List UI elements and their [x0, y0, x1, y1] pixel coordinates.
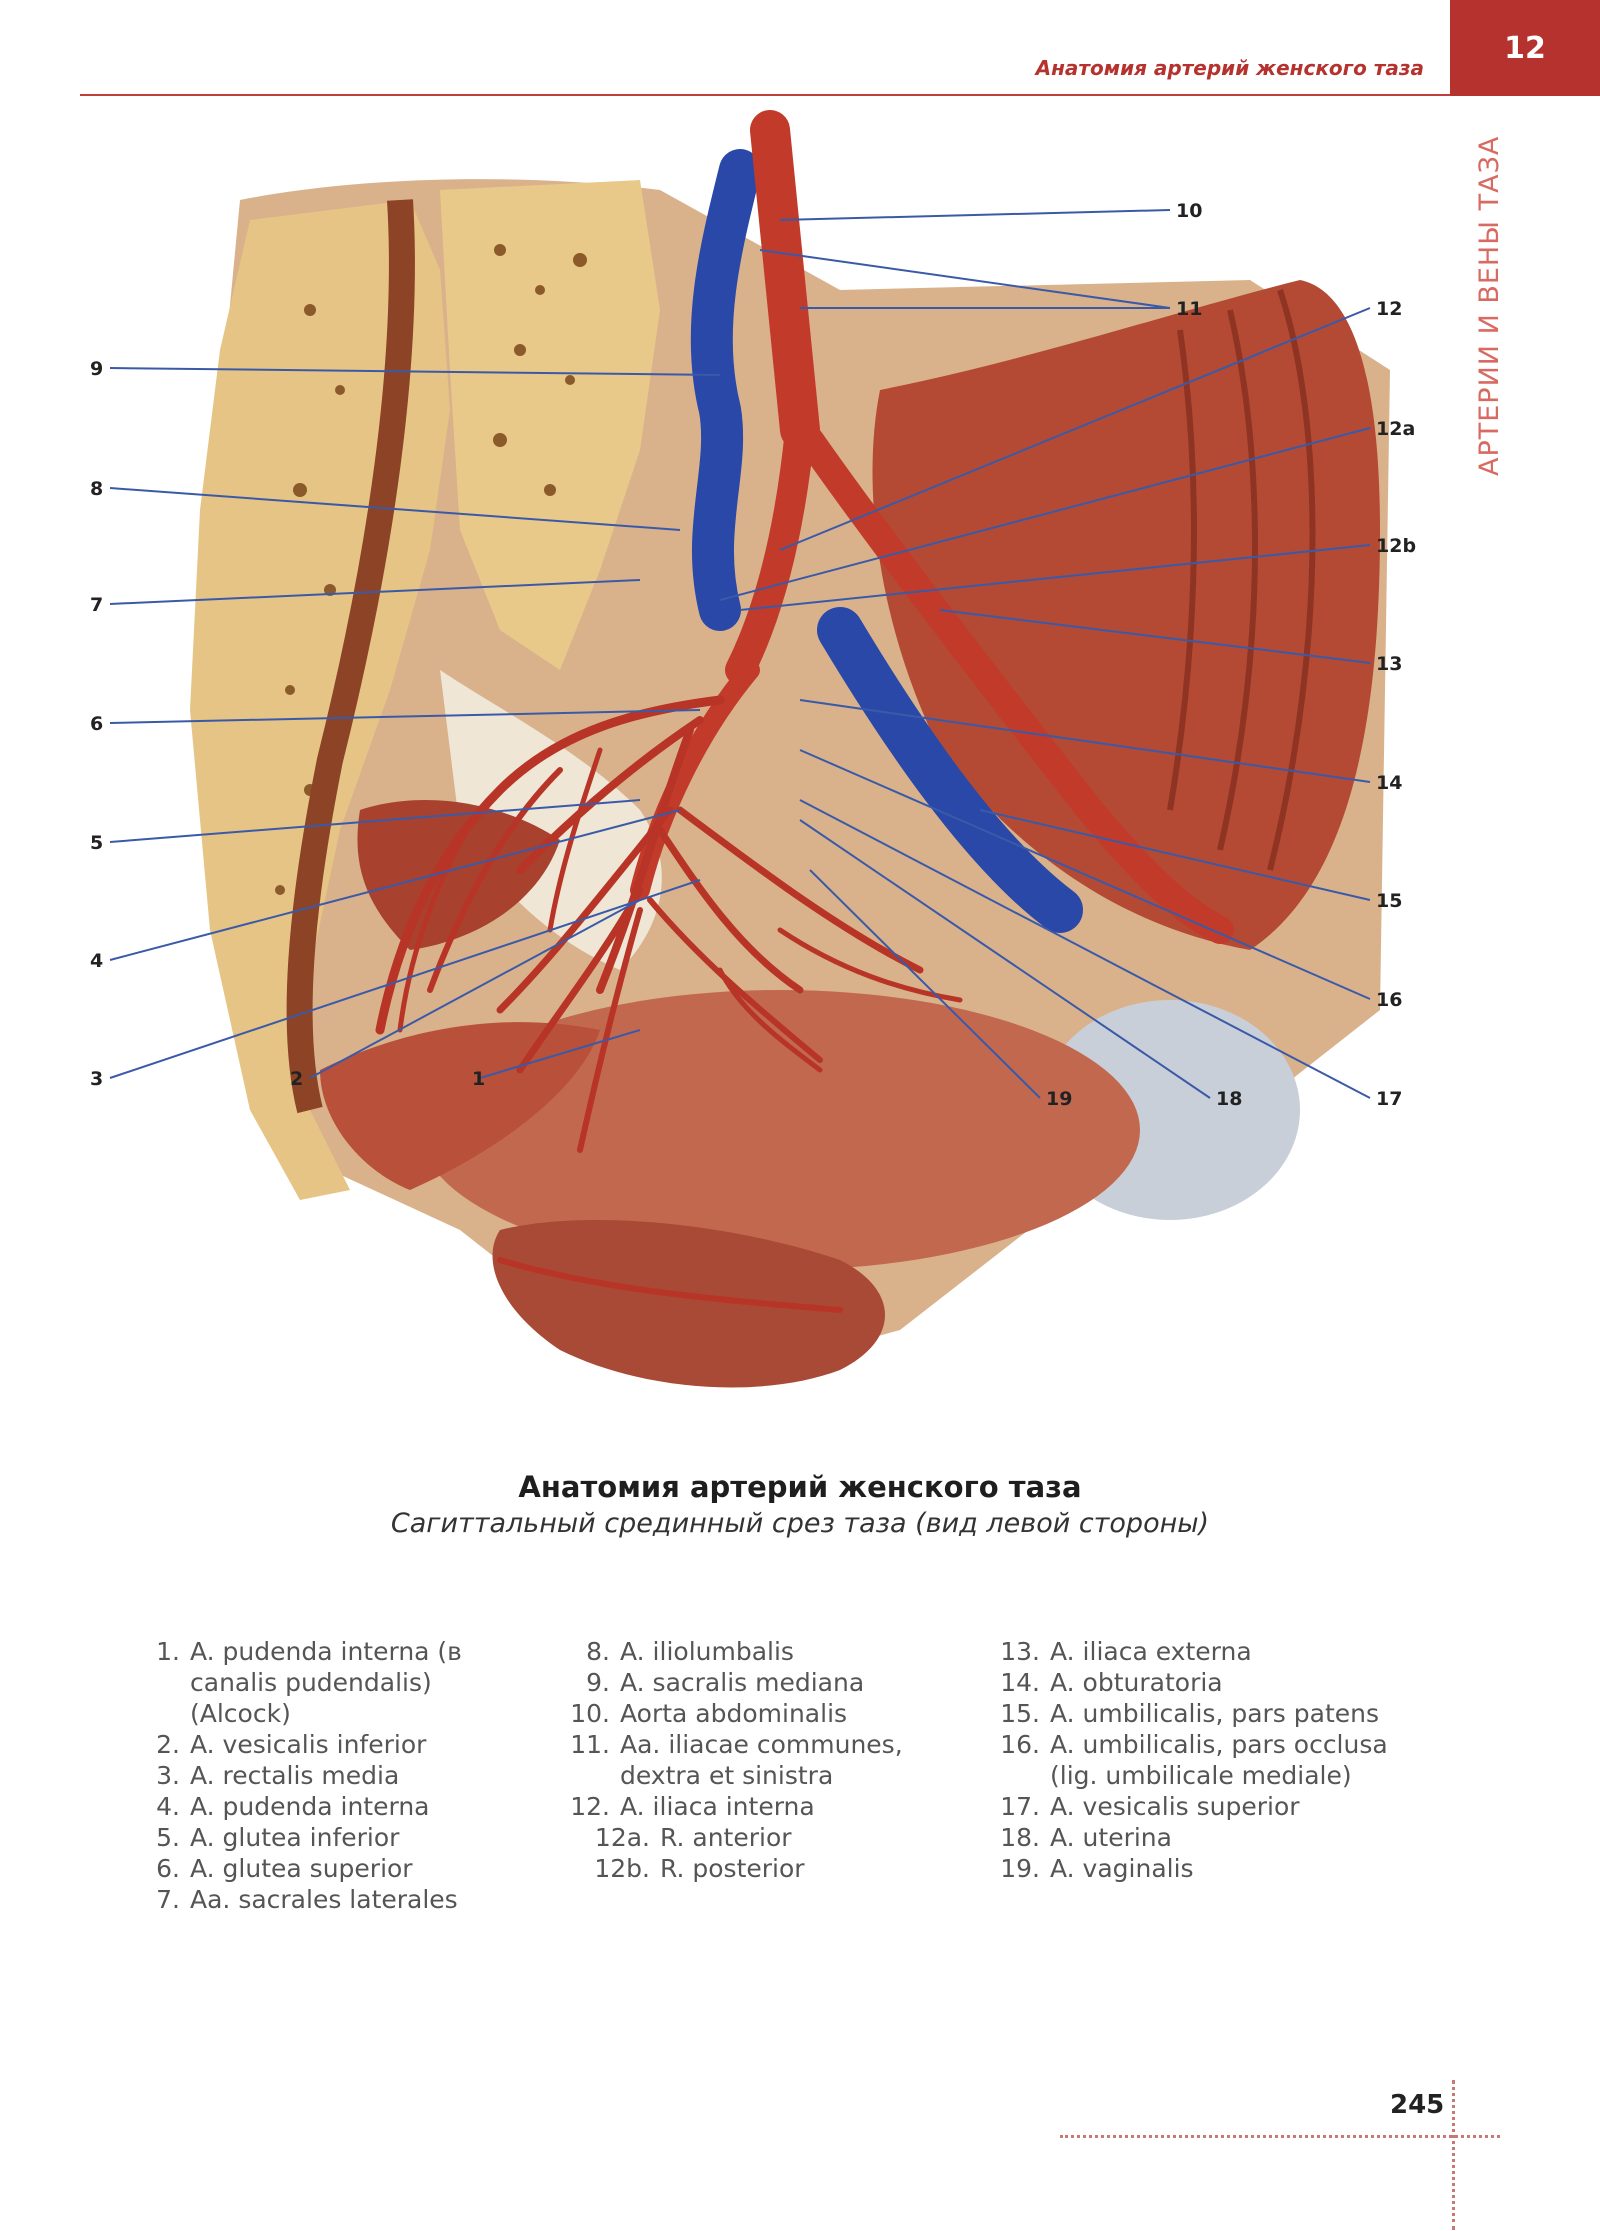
legend-item: 9.A. sacralis mediana	[586, 1668, 865, 1697]
legend-item: 13.A. iliaca externa	[1000, 1637, 1252, 1666]
legend-item: 17.A. vesicalis superior	[1000, 1792, 1300, 1821]
legend-item: 8.A. iliolumbalis	[586, 1637, 794, 1666]
callout-10: 10	[1176, 200, 1202, 222]
legend-item: 3.A. rectalis media	[156, 1761, 400, 1790]
aorta	[750, 110, 820, 450]
legend-item: 6.A. glutea superior	[156, 1854, 413, 1883]
callout-labels: 1 2 3 4 5 6 7 8 9 10 11 12 12a 12b 13 14…	[90, 200, 1416, 1110]
common-iliac-vein	[690, 149, 761, 631]
chapter-tab: 12	[1450, 0, 1600, 96]
lumbar-vertebra	[440, 180, 660, 670]
callout-12b: 12b	[1376, 535, 1416, 557]
common-iliac-artery	[725, 415, 815, 685]
callout-12: 12	[1376, 298, 1402, 320]
callout-6: 6	[90, 713, 103, 735]
callout-1: 1	[472, 1068, 485, 1090]
legend-item: 5.A. glutea inferior	[156, 1823, 400, 1852]
callout-8: 8	[90, 478, 103, 500]
chapter-number: 12	[1504, 30, 1546, 66]
callout-19: 19	[1046, 1088, 1072, 1110]
artery-branches	[375, 695, 963, 1313]
legend-item: 11.Aa. iliacae communes, dextra et sinis…	[570, 1730, 903, 1790]
callout-14: 14	[1376, 772, 1402, 794]
piriformis-muscle	[357, 800, 560, 950]
legend-item: 15.A. umbilicalis, pars patens	[1000, 1699, 1380, 1728]
legend-item: 19.A. vaginalis	[1000, 1854, 1194, 1883]
legend-column-3: 13.A. iliaca externa 14.A. obturatoria 1…	[1000, 1636, 1400, 1884]
external-iliac-vein	[817, 607, 1083, 933]
legend-subitem: 12b.R. posterior	[594, 1854, 805, 1883]
callout-15: 15	[1376, 890, 1402, 912]
legend-subitem: 12a.R. anterior	[594, 1823, 792, 1852]
legend-item: 10.Aorta abdominalis	[570, 1699, 848, 1728]
external-iliac-artery	[796, 426, 1234, 944]
callout-11: 11	[1176, 298, 1202, 320]
callout-2: 2	[290, 1068, 303, 1090]
footer-dotted-divider	[1452, 2080, 1455, 2230]
figure-caption-title: Анатомия артерий женского таза	[518, 1470, 1082, 1504]
legend-item: 7.Aa. sacrales laterales	[156, 1885, 458, 1914]
callout-4: 4	[90, 950, 103, 972]
legend-item: 2.A. vesicalis inferior	[156, 1730, 427, 1759]
side-title: АРТЕРИИ И ВЕНЫ ТАЗА	[1474, 135, 1505, 476]
legend-item: 12.A. iliaca interna	[570, 1792, 815, 1821]
page-number: 245	[1390, 2090, 1445, 2120]
spinal-canal	[286, 199, 415, 1114]
legend-item: 4.A. pudenda interna	[156, 1792, 430, 1821]
legend-column-1: 1.A. pudenda interna (в canalis pudendal…	[140, 1636, 540, 1915]
coccygeus-muscle	[320, 1022, 600, 1190]
callout-7: 7	[90, 594, 103, 616]
callout-18: 18	[1216, 1088, 1242, 1110]
callout-12a: 12a	[1376, 418, 1415, 440]
leader-lines	[109, 209, 1371, 1099]
figure-caption-subtitle: Сагиттальный срединный срез таза (вид ле…	[390, 1508, 1210, 1539]
anatomy-figure: 1 2 3 4 5 6 7 8 9 10 11 12 12a 12b 13 14…	[80, 110, 1460, 1430]
perineum-tissue	[492, 1220, 885, 1388]
legend-item: 16.A. umbilicalis, pars occlusa (lig. um…	[1000, 1730, 1388, 1790]
legend-item: 18.A. uterina	[1000, 1823, 1172, 1852]
anatomy-illustration: 1 2 3 4 5 6 7 8 9 10 11 12 12a 12b 13 14…	[90, 110, 1416, 1388]
callout-17: 17	[1376, 1088, 1402, 1110]
legend-item: 1.A. pudenda interna (в canalis pudendal…	[156, 1637, 462, 1728]
callout-5: 5	[90, 832, 103, 854]
footer-dotted-rule	[1060, 2135, 1500, 2138]
legend-column-2: 8.A. iliolumbalis 9.A. sacralis mediana …	[570, 1636, 980, 1884]
callout-3: 3	[90, 1068, 103, 1090]
callout-9: 9	[90, 358, 103, 380]
sacrotuberous-ligament	[440, 670, 662, 970]
callout-13: 13	[1376, 653, 1402, 675]
header-rule	[80, 94, 1450, 96]
callout-16: 16	[1376, 989, 1402, 1011]
legend-item: 14.A. obturatoria	[1000, 1668, 1223, 1697]
running-title: Анатомия артерий женского таза	[1035, 56, 1424, 80]
